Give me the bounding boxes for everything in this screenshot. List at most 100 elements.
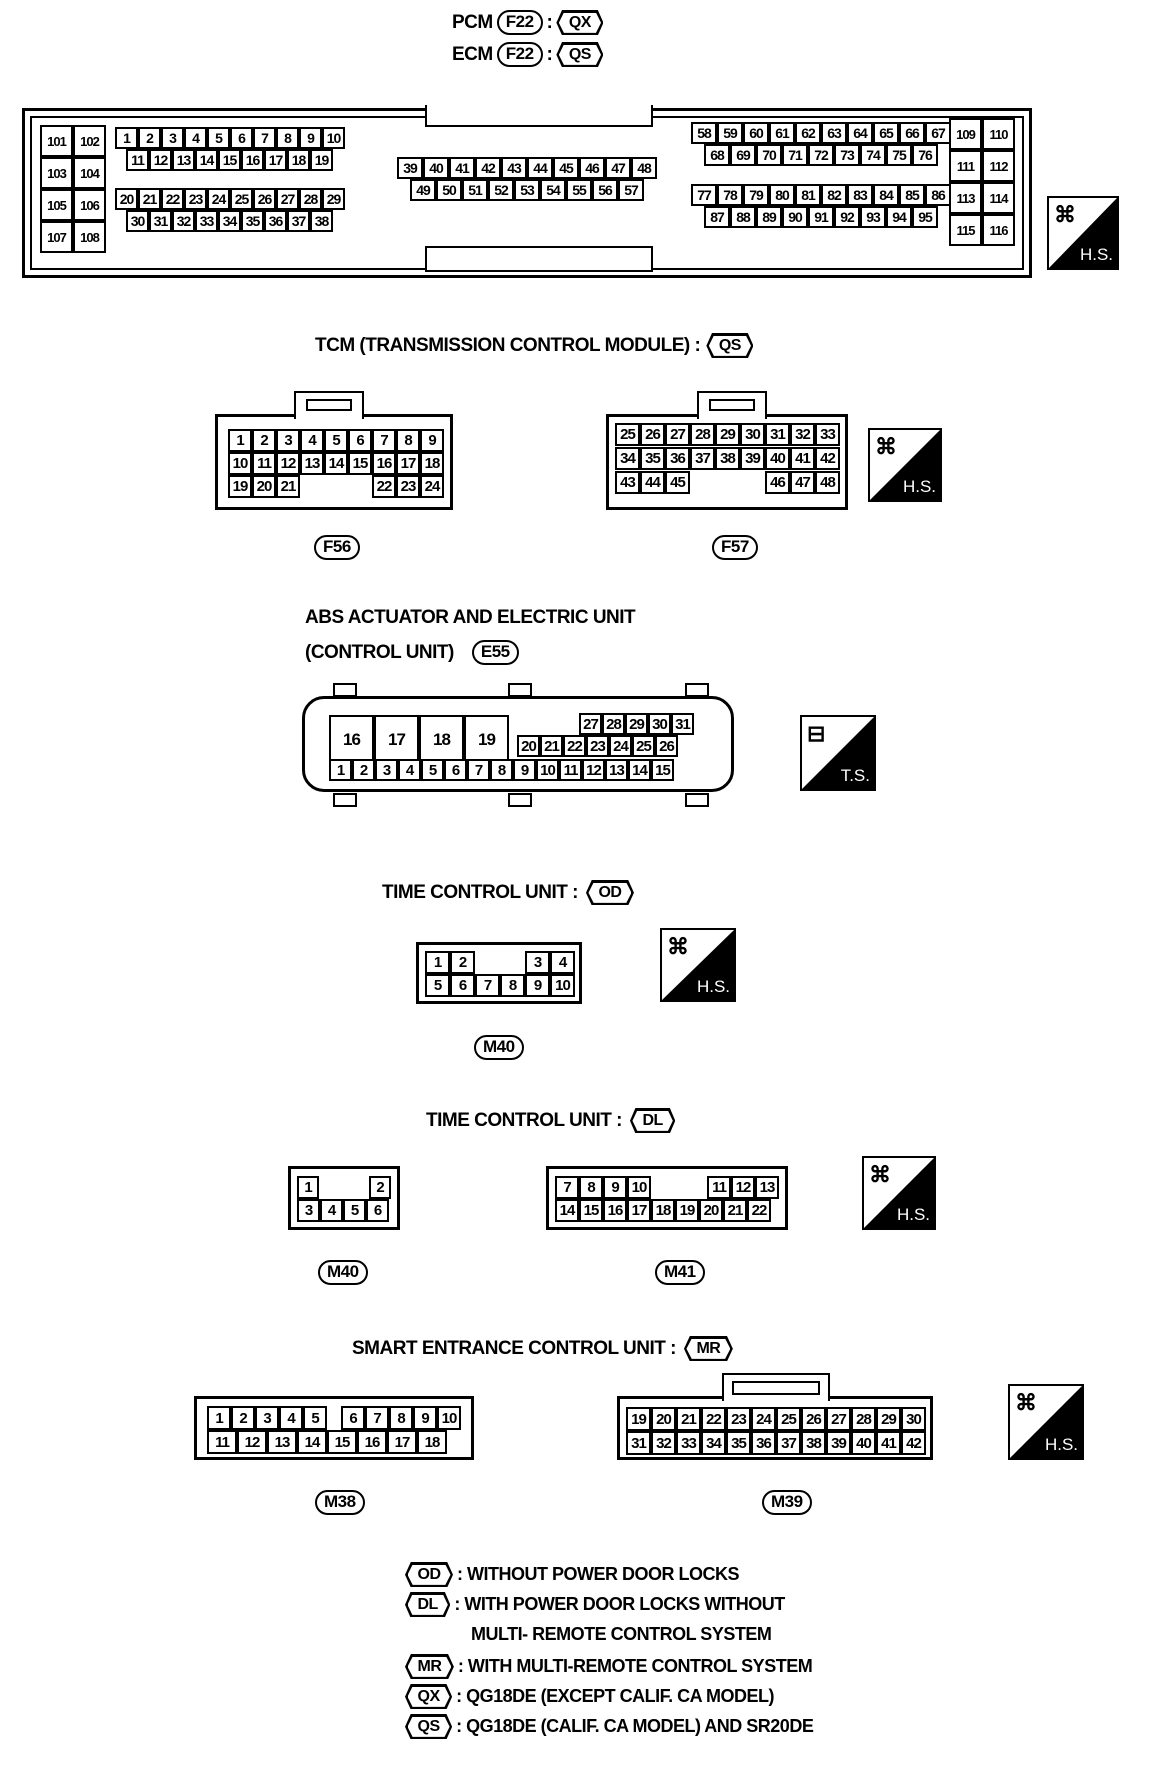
ecm-code-badge: QS [556, 42, 604, 68]
pin-3: 3 [297, 1199, 320, 1222]
harness-icon: ⌘ [1015, 1390, 1037, 1415]
pin-9: 9 [413, 1406, 437, 1430]
pin-15: 15 [327, 1430, 357, 1454]
pin-8: 8 [389, 1406, 413, 1430]
pin-36: 36 [264, 210, 287, 232]
pin-10: 10 [322, 127, 345, 149]
pin-56: 56 [592, 179, 618, 201]
pin-37: 37 [776, 1431, 801, 1455]
pin-33: 33 [195, 210, 218, 232]
pcm-top-key [425, 105, 653, 127]
pin-3: 3 [255, 1406, 279, 1430]
pin-47: 47 [605, 157, 631, 179]
pin-18: 18 [651, 1199, 675, 1222]
legend-code: QS [405, 1714, 453, 1740]
legend-row-od: OD : WITHOUT POWER DOOR LOCKS [405, 1562, 739, 1588]
pin-48: 48 [815, 471, 840, 494]
pin-42: 42 [475, 157, 501, 179]
pin-15: 15 [218, 149, 241, 171]
m40-od-label: M40 [474, 1035, 524, 1060]
pin-4: 4 [550, 951, 575, 974]
pin-72: 72 [808, 144, 834, 166]
tcu-od-title: TIME CONTROL UNIT : OD [382, 880, 634, 906]
m39-latch [722, 1373, 830, 1401]
pin-29: 29 [625, 713, 648, 735]
m39-label: M39 [762, 1490, 812, 1515]
pin-29: 29 [715, 423, 740, 446]
pcm-bottom-key [425, 246, 653, 272]
pin-16: 16 [372, 452, 396, 475]
pin-22: 22 [701, 1407, 726, 1431]
pin-54: 54 [540, 179, 566, 201]
pin-71: 71 [782, 144, 808, 166]
pin-26: 26 [801, 1407, 826, 1431]
pin-21: 21 [676, 1407, 701, 1431]
m40-dl-label: M40 [318, 1260, 368, 1285]
pin-2: 2 [369, 1176, 391, 1199]
pin-103: 103 [40, 157, 73, 189]
pin-49: 49 [410, 179, 436, 201]
pin-1: 1 [425, 951, 450, 974]
pin-19: 19 [464, 715, 509, 765]
pin-41: 41 [876, 1431, 901, 1455]
pin-27: 27 [826, 1407, 851, 1431]
pin-35: 35 [726, 1431, 751, 1455]
pin-31: 31 [765, 423, 790, 446]
pin-7: 7 [467, 759, 490, 781]
f56-latch [294, 391, 364, 419]
pin-3: 3 [525, 951, 550, 974]
pin-10: 10 [228, 452, 252, 475]
pin-66: 66 [899, 122, 925, 144]
pin-5: 5 [421, 759, 444, 781]
pin-15: 15 [579, 1199, 603, 1222]
pin-80: 80 [769, 184, 795, 206]
pin-12: 12 [276, 452, 300, 475]
pin-69: 69 [730, 144, 756, 166]
pin-95: 95 [912, 206, 938, 228]
ecm-heading: ECM F22 : QS [452, 42, 604, 68]
pin-23: 23 [396, 475, 420, 498]
pin-27: 27 [665, 423, 690, 446]
pin-22: 22 [747, 1199, 771, 1222]
pcm-connector-id: F22 [496, 10, 543, 36]
pin-45: 45 [553, 157, 579, 179]
pin-34: 34 [218, 210, 241, 232]
pin-6: 6 [444, 759, 467, 781]
pin-94: 94 [886, 206, 912, 228]
pin-30: 30 [901, 1407, 926, 1431]
m41-label: M41 [655, 1260, 705, 1285]
hs-badge: ⌘ H.S. [1008, 1384, 1084, 1460]
ts-badge: ⊟ T.S. [800, 715, 876, 791]
pin-53: 53 [514, 179, 540, 201]
pin-35: 35 [640, 447, 665, 470]
tcu-dl-code-badge: DL [629, 1108, 676, 1134]
pin-9: 9 [299, 127, 322, 149]
pin-77: 77 [691, 184, 717, 206]
pin-5: 5 [425, 974, 450, 997]
pin-9: 9 [603, 1176, 627, 1199]
f57-label: F57 [712, 535, 758, 560]
pin-87: 87 [704, 206, 730, 228]
pin-5: 5 [207, 127, 230, 149]
pin-50: 50 [436, 179, 462, 201]
pin-16: 16 [357, 1430, 387, 1454]
pin-23: 23 [184, 188, 207, 210]
pin-2: 2 [252, 429, 276, 452]
pin-57: 57 [618, 179, 644, 201]
pin-1: 1 [228, 429, 252, 452]
pin-12: 12 [237, 1430, 267, 1454]
pin-15: 15 [348, 452, 372, 475]
pin-8: 8 [500, 974, 525, 997]
pin-36: 36 [665, 447, 690, 470]
pin-9: 9 [513, 759, 536, 781]
pin-34: 34 [615, 447, 640, 470]
pin-105: 105 [40, 189, 73, 221]
pin-3: 3 [276, 429, 300, 452]
pin-21: 21 [276, 475, 300, 498]
pin-25: 25 [632, 735, 655, 757]
secu-title: SMART ENTRANCE CONTROL UNIT : MR [352, 1336, 733, 1362]
pin-16: 16 [603, 1199, 627, 1222]
pin-39: 39 [826, 1431, 851, 1455]
harness-icon: ⌘ [875, 434, 897, 459]
